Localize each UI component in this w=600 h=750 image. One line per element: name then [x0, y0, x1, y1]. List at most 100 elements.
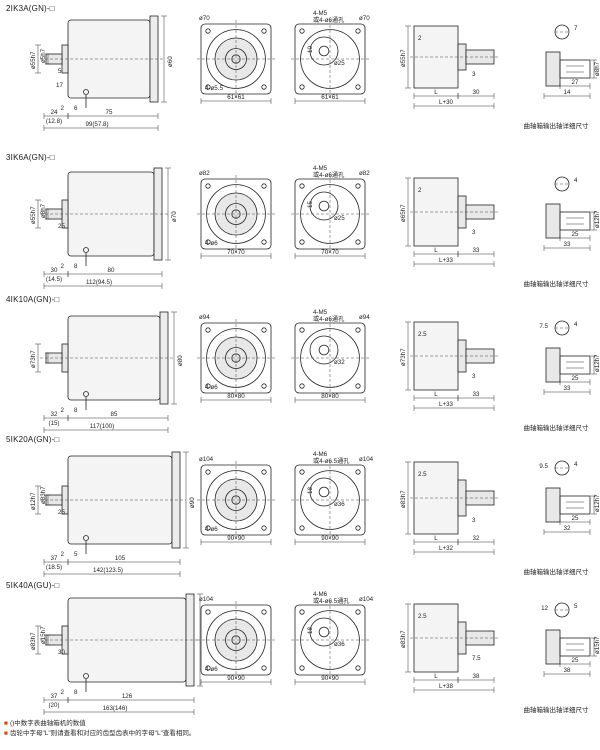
- rear-flange: [295, 24, 365, 94]
- dimension-label: L: [434, 247, 438, 254]
- dimension-label: 6: [74, 105, 78, 112]
- dimension-label: 25: [572, 375, 579, 382]
- mount-hole-icon: [262, 610, 266, 614]
- dimension-label: ø73h7: [400, 348, 407, 366]
- mount-hole-icon: [262, 29, 266, 33]
- dimension-label: ø70: [359, 15, 370, 22]
- thread-hole-icon: [300, 85, 304, 89]
- mount-hole-icon: [206, 29, 210, 33]
- dimension-label: 2.5: [418, 471, 427, 478]
- dimension-label: 14: [564, 89, 571, 96]
- dimension-label: ø12h7: [30, 492, 37, 510]
- dimension-label: 27: [572, 79, 579, 86]
- thread-hole-icon: [300, 384, 304, 388]
- dimension-label: 25: [572, 515, 579, 522]
- mount-hole-icon: [262, 470, 266, 474]
- dimension-label: (15): [48, 420, 59, 427]
- motor-shaft: [46, 353, 62, 363]
- dimension-label: ø25: [334, 60, 345, 67]
- mount-hole-icon: [206, 470, 210, 474]
- dimension-label: 8: [74, 689, 78, 696]
- thread-hole-icon: [300, 29, 304, 33]
- dimension-label: 2: [418, 35, 422, 42]
- dimension-label: 4-ø6: [205, 384, 218, 391]
- dimension-label: L+30: [439, 99, 453, 106]
- thread-hole-icon: [356, 29, 360, 33]
- dimension-label: 18: [307, 487, 314, 494]
- thread-hole-icon: [356, 666, 360, 670]
- dimension-label: 112(94.5): [86, 279, 112, 286]
- rear-flange: [295, 465, 365, 535]
- model-title-2: 3IK6A(GN)-□: [6, 153, 55, 162]
- dimension-label: 105: [115, 555, 126, 562]
- dimension-label: L: [434, 535, 438, 542]
- dimension-label: 3: [472, 517, 476, 524]
- dimension-label: 8: [74, 263, 78, 270]
- dimension-label: ø83h7: [40, 486, 47, 504]
- dimension-label: 5: [574, 603, 578, 610]
- motor-shaft: [46, 495, 62, 505]
- dimension-label: 33: [564, 241, 571, 248]
- dimension-label: 80: [108, 267, 115, 274]
- dimension-label: ø94: [359, 314, 370, 321]
- dimension-label: 12: [541, 605, 548, 612]
- dimension-label: ø104: [199, 456, 214, 463]
- dimension-label: L+38: [439, 683, 453, 690]
- dimension-label: ø90: [189, 497, 196, 508]
- dimension-label: 4: [574, 177, 578, 184]
- dimension-label: 33: [473, 391, 480, 398]
- dimension-label: 75: [106, 109, 113, 116]
- dimension-label: 2.5: [418, 613, 427, 620]
- thread-hole-icon: [356, 184, 360, 188]
- dimension-label: 7.5: [539, 323, 548, 330]
- dimension-label: 或4-ø6.5通孔: [313, 597, 349, 605]
- output-shaft-icon: [319, 46, 329, 56]
- dimension-label: ø104: [199, 596, 214, 603]
- dimension-label: L+33: [439, 257, 453, 264]
- dimension-label: ø60: [167, 56, 174, 67]
- thread-hole-icon: [356, 526, 360, 530]
- rear-flange: [295, 605, 365, 675]
- thread-hole-icon: [300, 184, 304, 188]
- dimension-label: ø55h7: [30, 51, 37, 69]
- thread-hole-icon: [300, 470, 304, 474]
- mount-hole-icon: [206, 328, 210, 332]
- dimension-label: 25: [572, 657, 579, 664]
- thread-hole-icon: [356, 240, 360, 244]
- dimension-label: ø8h7: [40, 203, 47, 218]
- model-title-1: 2IK3A(GN)-□: [6, 4, 55, 13]
- thread-hole-icon: [356, 470, 360, 474]
- dimension-label: 3: [472, 373, 476, 380]
- dimension-label: 30: [51, 267, 58, 274]
- dimension-label: 4-M5: [313, 165, 328, 172]
- dimension-label: ø73h7: [30, 350, 37, 368]
- mount-hole-icon: [206, 184, 210, 188]
- dimension-label: 5: [58, 68, 62, 75]
- dimension-label: 10: [307, 46, 314, 53]
- dimension-label: ø36: [334, 641, 345, 648]
- dimension-label: 32: [51, 411, 58, 418]
- dimension-label: 32: [564, 525, 571, 532]
- dimension-label: 80×80: [321, 393, 339, 400]
- thread-hole-icon: [300, 610, 304, 614]
- dimension-label: 25: [58, 509, 65, 516]
- dimension-label: ø83h7: [400, 490, 407, 508]
- dimension-label: ø55h7: [400, 49, 407, 67]
- dimension-label: 90×90: [227, 675, 245, 682]
- dimension-label: 或4-ø6通孔: [313, 171, 344, 179]
- shaft-detail-caption: 曲轴箱输出轴详细尺寸: [524, 279, 590, 288]
- dimension-label: 90×90: [321, 675, 339, 682]
